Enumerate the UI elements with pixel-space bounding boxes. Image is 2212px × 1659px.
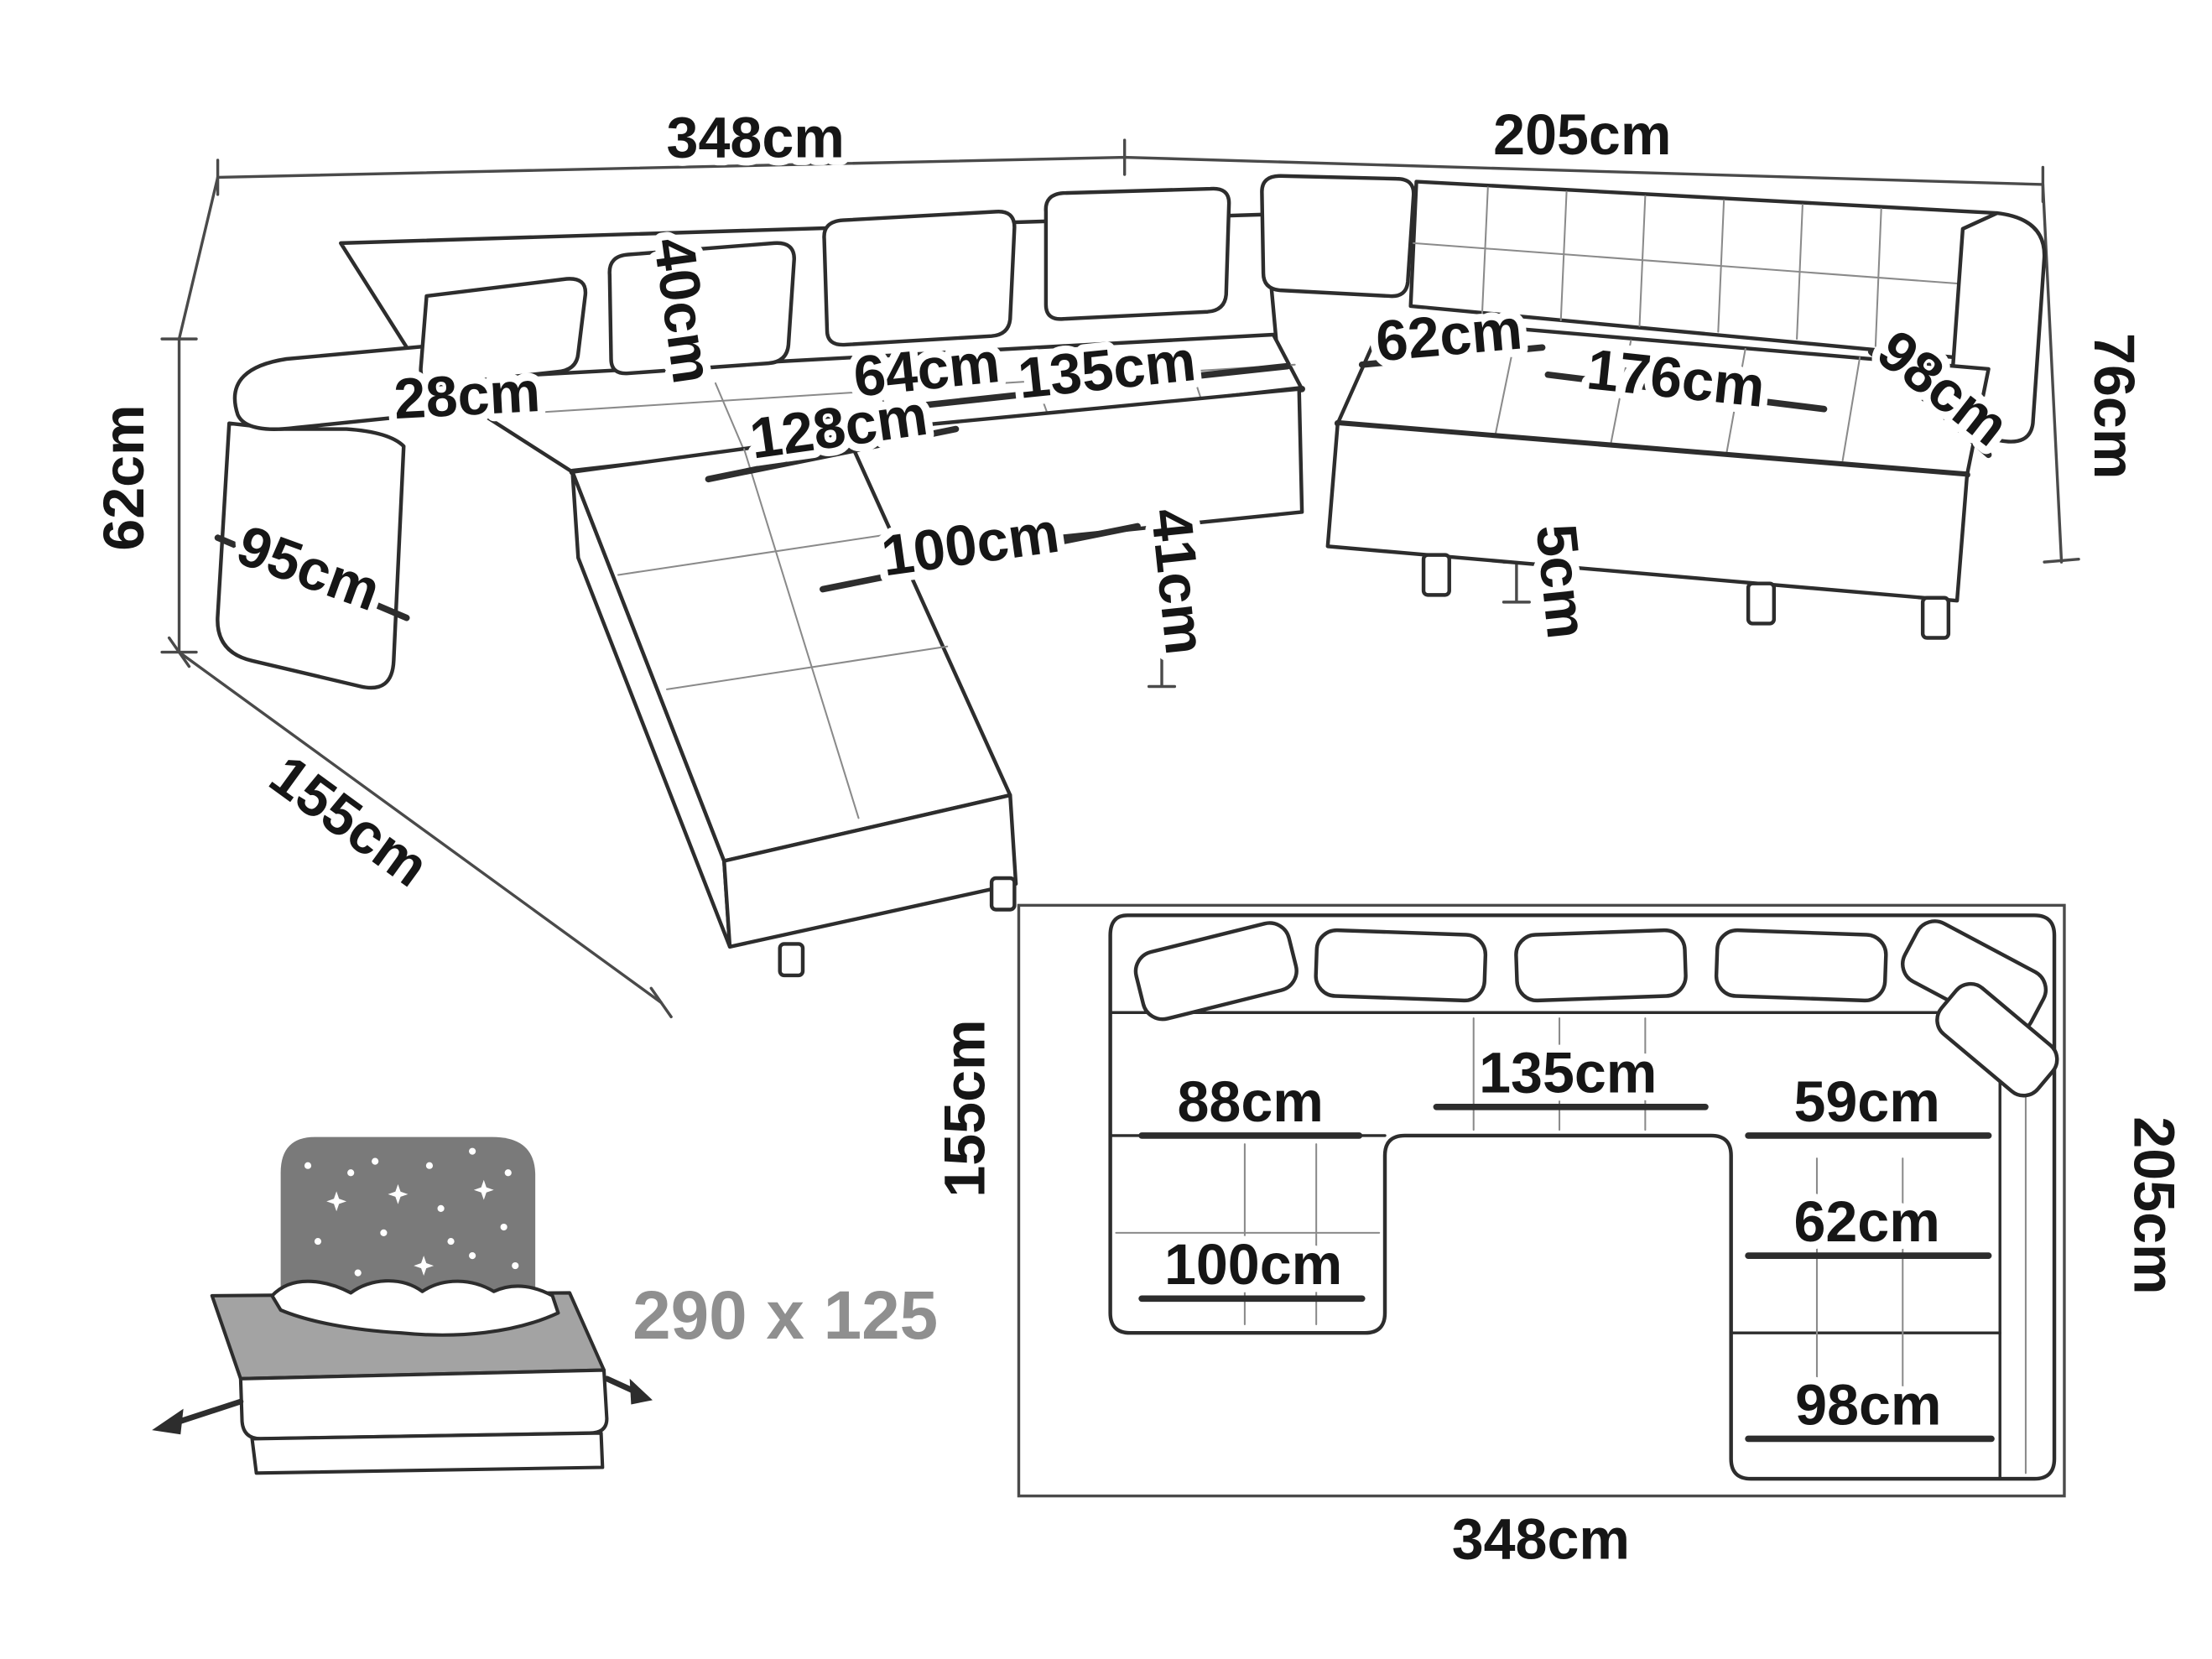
star-icon <box>447 1237 455 1246</box>
plan-pillow <box>1133 921 1299 1022</box>
sofa-chaise-tufting <box>617 448 949 819</box>
sofa-leg <box>1746 581 1777 626</box>
star-icon <box>314 1237 322 1246</box>
plan-label-seat-depth-right-top: 59cm <box>1793 1070 1939 1134</box>
back-pillow <box>419 277 588 387</box>
plan-view: 155cm 205cm 348cm 135cm 88cm 59cm 62cm 1… <box>925 903 2194 1579</box>
unfold-arrow-head-right <box>629 1378 653 1405</box>
plan-pillow <box>1514 928 1688 1003</box>
sofa-leg <box>989 876 1017 912</box>
bed-blanket <box>270 1279 560 1337</box>
star-icon <box>347 1169 355 1177</box>
star-icon <box>380 1229 388 1236</box>
bed-base-lower <box>250 1431 605 1475</box>
seam-bar-62 <box>1358 344 1546 368</box>
plan-tufting <box>1115 1017 2027 1474</box>
sofa-leg <box>778 942 805 978</box>
star-icon <box>425 1162 434 1169</box>
sofa-right-base <box>1325 421 1970 603</box>
plan-dimension-labels: 155cm 205cm 348cm 135cm 88cm 59cm 62cm 1… <box>925 1012 2194 1579</box>
sofa-back-right-tufting <box>1413 186 1993 347</box>
star-icon <box>504 1169 512 1177</box>
seam-bar-95 <box>214 534 410 621</box>
plan-dimension-box <box>1017 903 2066 1498</box>
perspective-dimension-lines <box>160 138 2080 1019</box>
seam-bar-98 <box>1867 348 1992 459</box>
star-icon <box>469 1252 476 1260</box>
bed-function-icon: 290 x 125 <box>152 1136 944 1475</box>
plan-pillow <box>1935 981 2059 1098</box>
sofa-leg <box>1920 595 1951 640</box>
dim-line-leg-height <box>1502 560 1531 604</box>
sleeping-area-label: 290 x 125 <box>632 1277 938 1354</box>
dim-label-overall-width-left: 348cm <box>667 107 845 170</box>
plan-label-seat-depth-right-middle: 62cm <box>1793 1190 1939 1254</box>
plan-label-seat-depth-left: 88cm <box>1178 1070 1324 1134</box>
star-icon <box>354 1269 362 1277</box>
star-icon <box>372 1157 379 1165</box>
dim-label-overall-width-right: 205cm <box>1493 103 1671 167</box>
sofa-left-arm-body <box>216 421 406 690</box>
unfold-arrow-line <box>172 1398 244 1427</box>
dim-label-back-height: 76cm <box>2082 333 2146 479</box>
dim-line-top <box>216 155 2045 186</box>
dim-label-seat-depth-right: 62cm <box>1373 298 1524 374</box>
star-icon <box>437 1204 445 1212</box>
dim-label-leg-height: 5cm <box>1524 521 1600 642</box>
plan-label-overall-width: 348cm <box>1452 1508 1630 1572</box>
back-pillow <box>1044 186 1231 321</box>
seam-bar-176 <box>1544 371 1828 413</box>
star-icon <box>326 1191 347 1212</box>
dim-line-right <box>2041 183 2064 564</box>
dim-label-headrest-width: 28cm <box>393 360 542 431</box>
back-pillow <box>822 210 1017 347</box>
star-icon <box>473 1179 494 1200</box>
back-pillow <box>607 241 796 376</box>
dim-label-arm-height: 62cm <box>92 404 156 550</box>
star-icon <box>304 1162 312 1169</box>
plan-label-seat-width-bottom-right: 98cm <box>1795 1373 1941 1437</box>
star-icon <box>469 1147 476 1155</box>
dim-line-diagonal-ticks <box>167 636 673 1019</box>
plan-pillow <box>1314 928 1488 1003</box>
star-icon <box>414 1256 435 1277</box>
perspective-sofa-drawing <box>214 174 2047 978</box>
dim-line-diagonal <box>177 650 663 1005</box>
sofa-right-seat-tufting <box>1494 330 1861 462</box>
plan-sofa-outline <box>1108 913 2057 1481</box>
bed-base <box>238 1368 609 1441</box>
plan-label-depth-left: 155cm <box>934 1019 997 1197</box>
plan-label-depth-right: 205cm <box>2122 1116 2186 1294</box>
star-icon <box>512 1261 519 1270</box>
sofa-leg <box>1421 553 1451 597</box>
plan-pillow <box>1714 928 1888 1003</box>
seam-bar-128 <box>705 425 960 483</box>
dim-line-right-tick <box>2043 558 2080 564</box>
perspective-view: 348cm 205cm 76cm 62cm 155cm 95cm 28cm 40… <box>85 96 2153 1019</box>
bed-headboard <box>280 1136 536 1299</box>
plan-label-chaise-width: 100cm <box>1164 1233 1342 1297</box>
seam-bar-64-135 <box>804 362 1291 421</box>
unfold-arrow-head <box>152 1408 184 1435</box>
star-icon <box>500 1223 507 1231</box>
dim-label-seat-height: 41cm <box>1139 506 1218 658</box>
back-pillow <box>1260 174 1416 299</box>
plan-label-seat-width-middle: 135cm <box>1479 1042 1657 1105</box>
dim-line-left-connector <box>177 175 220 341</box>
seam-bar-100 <box>820 523 1141 593</box>
star-icon <box>388 1183 409 1204</box>
